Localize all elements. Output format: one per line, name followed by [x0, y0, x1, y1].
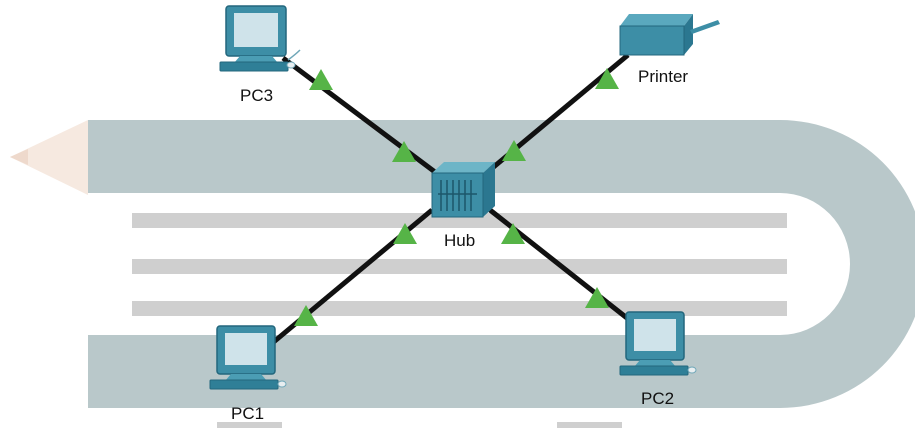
- hub-icon: [431, 162, 495, 218]
- computer-icon: [219, 5, 301, 72]
- printer-icon: [619, 14, 720, 56]
- pc2-device[interactable]: [619, 311, 697, 376]
- pc2-label: PC2: [641, 389, 675, 408]
- stripe: [132, 259, 787, 274]
- band-shape: [88, 120, 915, 408]
- hub-label: Hub: [444, 231, 476, 250]
- link-up-indicator: [502, 140, 526, 161]
- link-up-indicator: [393, 223, 417, 244]
- pc3-label: PC3: [240, 86, 274, 105]
- stripe: [132, 213, 787, 228]
- hub-device[interactable]: [431, 162, 495, 218]
- pencil-tip: [10, 120, 88, 195]
- link-up-indicator: [309, 69, 333, 90]
- pc3-device[interactable]: [219, 5, 301, 72]
- stripe: [132, 301, 787, 316]
- computer-icon: [619, 311, 697, 376]
- link-indicators: [294, 68, 619, 326]
- link-up-indicator: [501, 223, 525, 244]
- link-up-indicator: [294, 305, 318, 326]
- printer-label: Printer: [638, 67, 689, 86]
- computer-icon: [209, 325, 287, 390]
- stripe: [217, 422, 282, 428]
- link-up-indicator: [392, 141, 416, 162]
- stripe: [557, 422, 622, 428]
- link-up-indicator: [585, 287, 609, 308]
- pc1-device[interactable]: [209, 325, 287, 390]
- pencil-lead: [10, 149, 28, 165]
- pc1-label: PC1: [231, 404, 265, 423]
- background-decoration: [10, 120, 915, 428]
- link-up-indicator: [595, 68, 619, 89]
- printer-device[interactable]: [619, 14, 720, 56]
